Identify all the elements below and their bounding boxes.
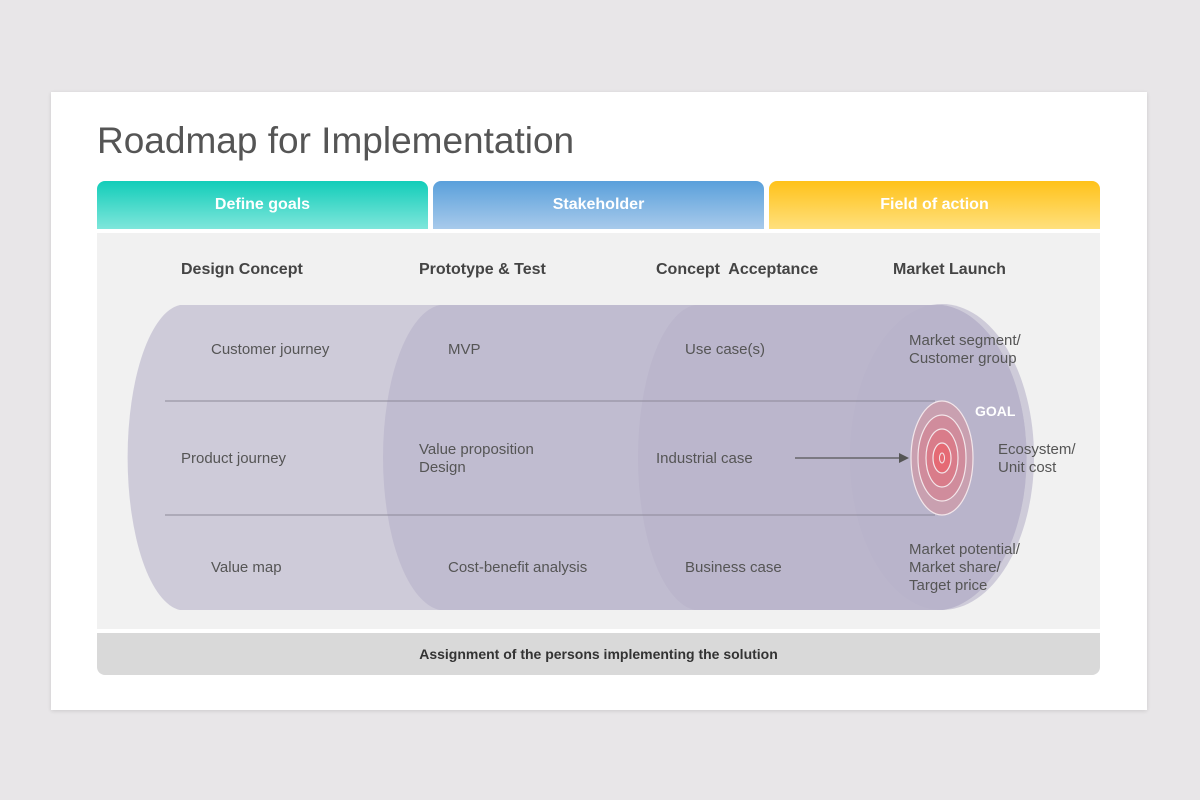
cell-value-proposition: Value proposition Design bbox=[419, 441, 534, 476]
cell-customer-journey: Customer journey bbox=[211, 341, 330, 358]
arrow-icon bbox=[795, 453, 909, 463]
phase-concept-acceptance: Concept Acceptance bbox=[656, 261, 819, 278]
cell-mvp: MVP bbox=[448, 341, 481, 358]
cell-industrial-case: Industrial case bbox=[656, 450, 753, 467]
target-icon bbox=[910, 400, 974, 516]
phase-prototype-test: Prototype & Test bbox=[419, 261, 546, 278]
cell-cost-benefit: Cost-benefit analysis bbox=[448, 559, 588, 576]
goal-label: GOAL bbox=[975, 403, 1016, 419]
tab-define-goals: Define goals bbox=[97, 181, 428, 229]
phase-market-launch: Market Launch bbox=[893, 261, 1006, 278]
tab-field-of-action: Field of action bbox=[769, 181, 1100, 229]
phase-design-concept: Design Concept bbox=[181, 261, 303, 278]
cell-market-segment: Market segment/ Customer group bbox=[909, 332, 1021, 367]
cell-product-journey: Product journey bbox=[181, 450, 287, 467]
cell-value-map: Value map bbox=[211, 559, 282, 576]
tab-stakeholder: Stakeholder bbox=[433, 181, 764, 229]
cell-market-potential: Market potential/ Market share/ Target p… bbox=[909, 541, 1020, 594]
cell-business-case: Business case bbox=[685, 559, 782, 576]
page-title: Roadmap for Implementation bbox=[97, 120, 575, 161]
cell-ecosystem: Ecosystem/ Unit cost bbox=[998, 441, 1076, 476]
footer-bar: Assignment of the persons implementing t… bbox=[97, 633, 1100, 675]
cell-use-cases: Use case(s) bbox=[685, 341, 766, 358]
